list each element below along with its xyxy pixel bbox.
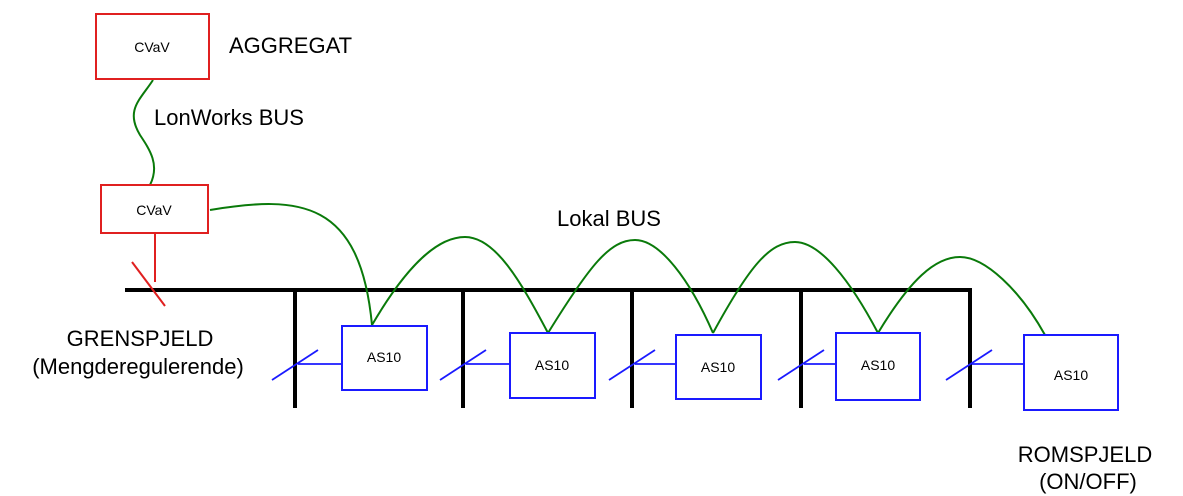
romspjeld-dampers bbox=[271, 349, 1024, 381]
as10-unit: AS10 bbox=[509, 332, 596, 399]
damper-blade bbox=[945, 349, 993, 381]
as10-label: AS10 bbox=[367, 349, 401, 365]
romspjeld-label: ROMSPJELD bbox=[1018, 442, 1152, 467]
lokal-bus-label: Lokal BUS bbox=[557, 206, 661, 231]
lokal-bus-line bbox=[209, 203, 373, 326]
as10-unit: AS10 bbox=[341, 325, 428, 391]
romspjeld-sublabel: (ON/OFF) bbox=[1039, 469, 1137, 494]
cvav-unit-zone: CVaV bbox=[100, 184, 209, 234]
as10-unit: AS10 bbox=[675, 334, 762, 400]
cvav-unit-aggregat: CVaV bbox=[95, 13, 210, 80]
as10-unit: AS10 bbox=[1023, 334, 1119, 411]
as10-label: AS10 bbox=[701, 359, 735, 375]
damper-blade bbox=[777, 349, 825, 381]
grenspjeld-sublabel: (Mengderegulerende) bbox=[32, 354, 244, 379]
lonworks-bus-label: LonWorks BUS bbox=[154, 105, 304, 130]
as10-label: AS10 bbox=[535, 357, 569, 373]
lokal-bus-line bbox=[547, 238, 714, 334]
aggregat-label: AGGREGAT bbox=[229, 33, 352, 58]
grenspjeld-damper bbox=[131, 232, 166, 307]
as10-unit: AS10 bbox=[835, 332, 921, 401]
damper-blade bbox=[608, 349, 656, 381]
lokal-bus-line bbox=[877, 255, 1046, 336]
lokal-bus-line bbox=[712, 240, 879, 334]
lokal-bus-line bbox=[371, 235, 549, 334]
bus-wiring bbox=[132, 79, 1046, 336]
main-duct bbox=[125, 288, 972, 408]
as10-label: AS10 bbox=[1054, 367, 1088, 383]
grenspjeld-label: GRENSPJELD bbox=[67, 326, 214, 351]
damper-blade bbox=[439, 349, 487, 381]
cvav-label: CVaV bbox=[134, 39, 170, 55]
as10-label: AS10 bbox=[861, 357, 895, 373]
damper-blade bbox=[271, 349, 319, 381]
lonworks-bus-line bbox=[132, 79, 156, 186]
cvav-label: CVaV bbox=[136, 202, 172, 218]
